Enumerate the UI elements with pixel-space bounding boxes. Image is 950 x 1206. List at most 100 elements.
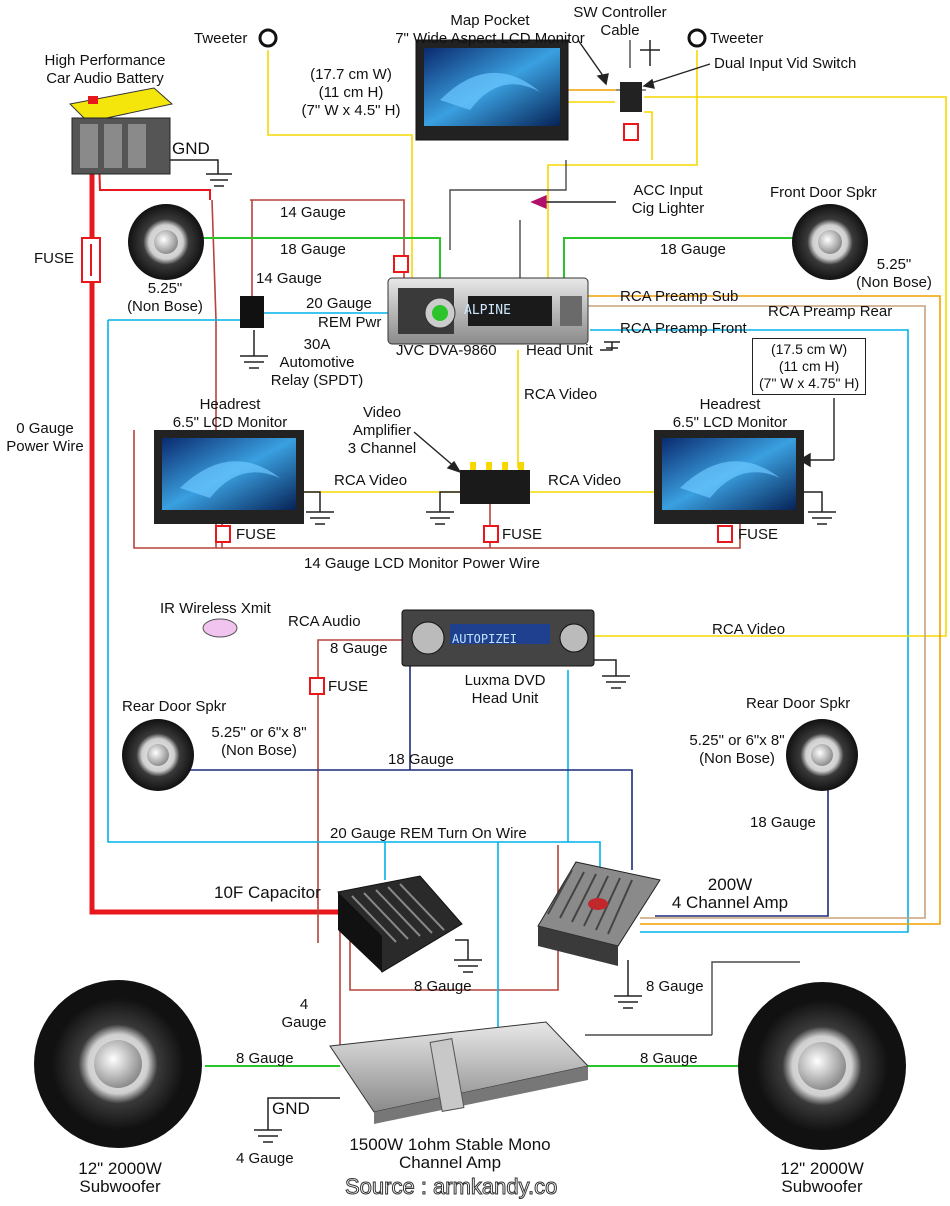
wire-18-gauge-rear-right: 18 Gauge: [750, 814, 816, 831]
audio-orange-wires: [568, 89, 941, 925]
wire-rca-video-dvd: RCA Video: [712, 621, 786, 638]
amp4-line1: 200W: [707, 875, 753, 894]
misc-wires: [449, 40, 800, 1036]
acc-input-line2: Cig Lighter: [631, 200, 705, 217]
dvd-unit-line1: Luxma DVD: [464, 672, 546, 689]
wire-rca-video-left: RCA Video: [334, 472, 408, 489]
wire-4-gauge: 4 Gauge: [276, 996, 332, 1032]
headrest-left-line1: Headrest: [199, 396, 261, 413]
subwoofer-left-line2: Subwoofer: [79, 1177, 161, 1196]
map-monitor-line2: 7" Wide Aspect LCD Monitor: [395, 30, 585, 47]
wire-rca-video-vertical: RCA Video: [524, 386, 598, 403]
relay-line2: Automotive: [279, 354, 355, 371]
wire-18-gauge-front-left: 18 Gauge: [280, 241, 346, 258]
fuse-dvd-label: FUSE: [328, 678, 369, 695]
monitor-dimensions-box: (17.5 cm W) (11 cm H) (7" W x 4.75" H): [752, 338, 867, 395]
subwoofer-left-icon: [34, 980, 202, 1148]
fuse-symbols: [81, 123, 733, 695]
rear-speaker-left-icon: [122, 719, 194, 791]
rear-right-size-label: 5.25" or 6"x 8" (Non Bose): [672, 732, 802, 768]
map-pocket-monitor-icon: [415, 39, 569, 141]
wire-8-gauge-amp4: 8 Gauge: [646, 978, 704, 995]
wire-rca-preamp-sub: RCA Preamp Sub: [620, 288, 739, 305]
power-wire-line1: 0 Gauge: [16, 420, 74, 437]
wire-rca-preamp-front: RCA Preamp Front: [620, 320, 747, 337]
monitor-dims-line2: (11 cm H): [778, 358, 840, 374]
sw-controller-label: SW Controller Cable: [560, 4, 680, 40]
tweeter-left-label: Tweeter: [194, 30, 248, 47]
head-unit-suffix: Head Unit: [526, 342, 593, 359]
monitor-dims-line1: (17.5 cm W): [770, 341, 848, 357]
wire-14-gauge-relay: 14 Gauge: [256, 270, 322, 287]
battery-gnd-label: GND: [172, 139, 210, 158]
wire-rca-audio: RCA Audio: [288, 613, 361, 630]
capacitor-label: 10F Capacitor: [214, 883, 321, 902]
headrest-monitor-right-icon: [654, 430, 804, 524]
acc-input-label: ACC Input Cig Lighter: [618, 182, 718, 218]
rear-left-size-label: 5.25" or 6"x 8" (Non Bose): [196, 724, 322, 760]
ground-symbols: [160, 40, 836, 1143]
video-wires: [267, 50, 947, 637]
four-channel-amp-icon: [537, 861, 661, 966]
subwoofer-left-label: 12" 2000W Subwoofer: [50, 1160, 190, 1196]
headrest-monitor-left-icon: [154, 430, 304, 524]
tweeter-right-icon: [687, 28, 707, 48]
dual-input-switch-icon: [616, 82, 646, 112]
head-unit-icon: [387, 277, 589, 345]
battery-icon: [68, 87, 174, 175]
map-monitor-label: Map Pocket 7" Wide Aspect LCD Monitor: [380, 12, 600, 48]
relay-icon: [240, 296, 264, 328]
dvd-unit-display: AUTOPIZEI: [452, 632, 518, 646]
fuse-left-label: FUSE: [236, 526, 277, 543]
wire-rem-turn-on: 20 Gauge REM Turn On Wire: [330, 825, 527, 842]
front-right-size-label: 5.25" (Non Bose): [842, 256, 946, 292]
headrest-left-label: Headrest 6.5" LCD Monitor: [150, 396, 310, 432]
wire-8-gauge-cap: 8 Gauge: [414, 978, 472, 995]
rear-right-size2: (Non Bose): [699, 750, 775, 767]
video-amp-line2: Amplifier: [352, 422, 412, 439]
relay-line3: Relay (SPDT): [270, 372, 364, 389]
dvd-unit-label: Luxma DVD Head Unit: [430, 672, 580, 708]
wire-4-gauge-gnd: 4 Gauge: [236, 1150, 294, 1167]
remote-wires: [107, 312, 909, 1050]
speaker-green-wires: [202, 237, 800, 1067]
acc-input-line1: ACC Input: [633, 182, 703, 199]
wire-8-gauge-sub-right: 8 Gauge: [640, 1050, 698, 1067]
wire-rem-pwr: REM Pwr: [318, 314, 382, 331]
wire-lcd-power: 14 Gauge LCD Monitor Power Wire: [304, 555, 540, 572]
speaker-blue-wires: [190, 650, 829, 917]
front-right-size-line1: 5.25": [876, 256, 912, 273]
mono-amp-icon: [329, 1021, 589, 1124]
wire-8-gauge-sub-left: 8 Gauge: [236, 1050, 294, 1067]
ir-transmitter-icon: [202, 618, 238, 638]
front-speaker-left-icon: [128, 204, 204, 280]
capacitor-amp-icon: [337, 875, 463, 973]
video-amplifier-icon: [460, 462, 530, 504]
wire-8-gauge-dvd: 8 Gauge: [330, 640, 388, 657]
source-watermark: Source : armkandy.co: [344, 1174, 558, 1200]
dual-switch-label: Dual Input Vid Switch: [714, 55, 857, 72]
relay-line1: 30A: [303, 336, 331, 353]
headrest-right-line1: Headrest: [699, 396, 761, 413]
map-monitor-dim2: (11 cm H): [318, 84, 384, 101]
subwoofer-right-line2: Subwoofer: [781, 1177, 863, 1196]
headrest-right-label: Headrest 6.5" LCD Monitor: [650, 396, 810, 432]
video-amp-label: Video Amplifier 3 Channel: [336, 404, 428, 458]
subwoofer-right-icon: [738, 982, 906, 1150]
mono-amp-gnd-label: GND: [272, 1099, 310, 1118]
dvd-head-unit-icon: [401, 609, 595, 667]
fuse-right-label: FUSE: [738, 526, 779, 543]
wire-14-gauge-top: 14 Gauge: [280, 204, 346, 221]
head-unit-label: JVC DVA-9860: [396, 342, 497, 359]
fuse-mid-label: FUSE: [502, 526, 543, 543]
power-wire-line2: Power Wire: [6, 438, 84, 455]
main-fuse-label: FUSE: [34, 250, 75, 267]
battery-title-line1: High Performance: [44, 52, 166, 69]
amp4-label: 200W 4 Channel Amp: [660, 876, 800, 912]
rca-rear-wire: [586, 305, 926, 919]
wire-20-gauge: 20 Gauge: [306, 295, 372, 312]
rear-speaker-right-icon: [786, 719, 858, 791]
power-wire-label: 0 Gauge Power Wire: [0, 420, 90, 456]
front-left-size-line2: (Non Bose): [127, 298, 203, 315]
